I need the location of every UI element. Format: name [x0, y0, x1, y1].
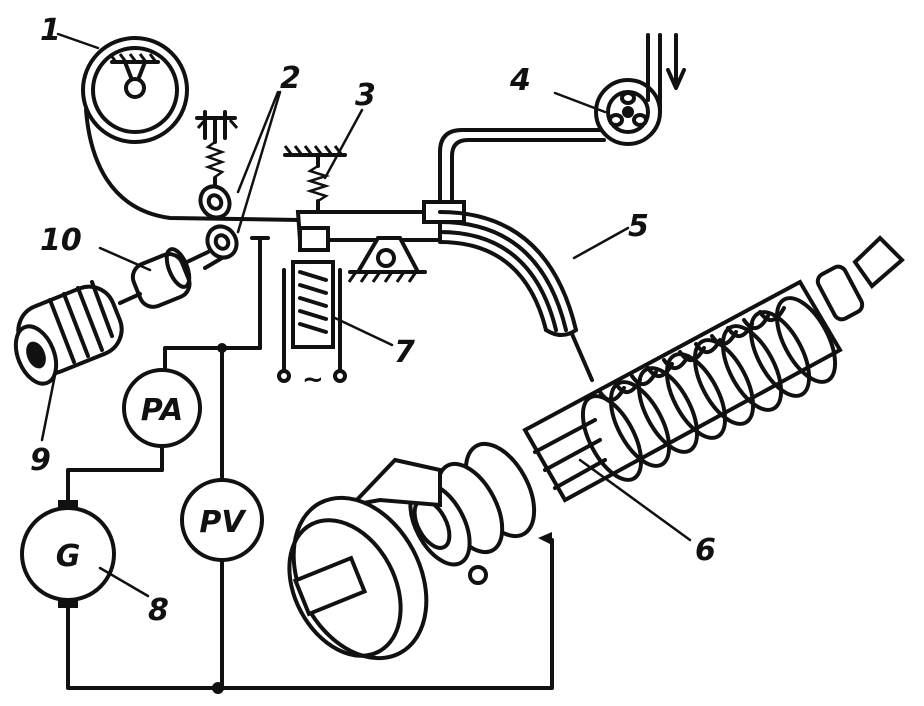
label-5: 5	[628, 209, 649, 244]
voltmeter-label: PV	[199, 505, 247, 540]
leader-2b	[236, 90, 282, 234]
leader-5	[572, 226, 630, 260]
ammeter: PA	[122, 368, 202, 448]
nozzle-tubes	[438, 210, 578, 337]
label-8: 8	[148, 593, 169, 628]
flux-hose-inner	[450, 138, 606, 207]
workpiece-shaft	[522, 235, 905, 503]
leader-4	[553, 91, 607, 114]
leader-10	[98, 246, 152, 272]
lathe-chuck	[287, 441, 537, 661]
label-1: 1	[40, 13, 61, 48]
leader-9	[40, 368, 58, 442]
guide-pulley	[594, 33, 686, 146]
voltmeter: PV	[180, 478, 264, 562]
generator-label: G	[56, 539, 81, 574]
label-6: 6	[695, 533, 716, 568]
wire-spool	[81, 36, 189, 144]
ammeter-label: PA	[141, 393, 183, 428]
arc-wire	[570, 332, 594, 382]
feed-rollers	[195, 110, 239, 270]
lever-spring	[283, 145, 347, 214]
lever	[295, 210, 442, 283]
label-2: 2	[280, 61, 301, 96]
label-10: 10	[40, 223, 82, 258]
coupling	[118, 247, 210, 309]
leader-6	[578, 458, 692, 542]
leader-1	[56, 32, 100, 50]
label-3: 3	[355, 78, 376, 113]
leader-7	[333, 316, 394, 347]
generator: G	[20, 500, 116, 608]
label-7: 7	[394, 335, 415, 370]
leader-3	[323, 108, 364, 180]
leader-2a	[236, 90, 280, 194]
ac-symbol: ~	[302, 365, 324, 395]
label-9: 9	[30, 443, 51, 478]
electromagnet	[277, 260, 347, 383]
wire-path	[84, 108, 432, 222]
leader-8	[98, 566, 150, 598]
label-4: 4	[509, 63, 531, 98]
flux-hose-outer	[438, 128, 602, 207]
feed-motor	[13, 280, 124, 386]
